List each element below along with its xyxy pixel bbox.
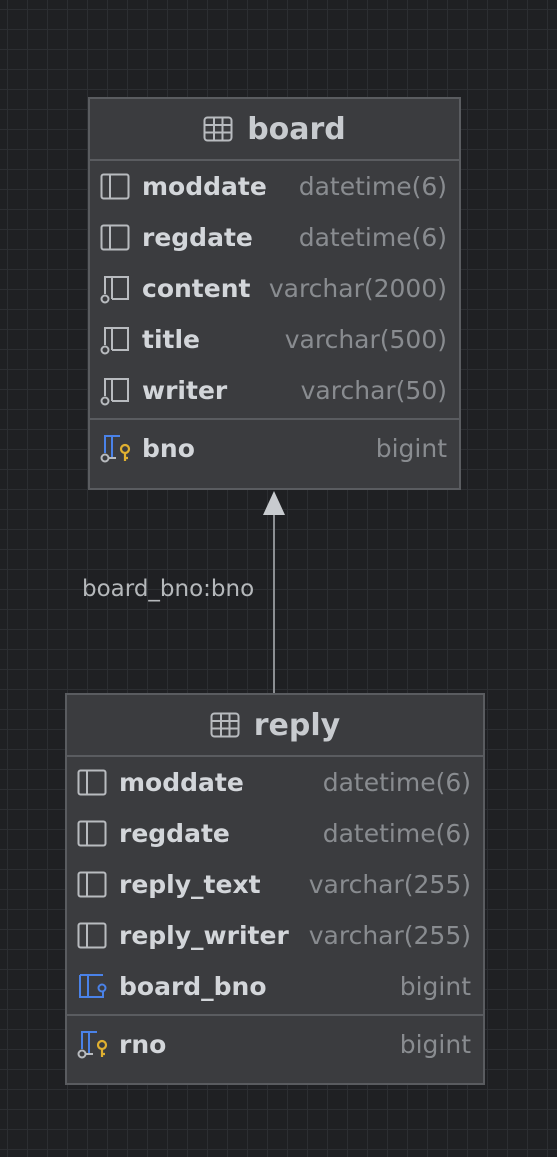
board-column-bno[interactable]: bno bigint	[90, 420, 459, 476]
column-name: moddate	[142, 172, 267, 201]
column-type: bigint	[375, 433, 447, 463]
primary-key-icon	[100, 432, 132, 464]
column-name: reply_text	[119, 870, 261, 899]
relation-label: board_bno:bno	[82, 576, 255, 602]
column-type: varchar(50)	[300, 376, 447, 405]
column-name: bno	[142, 433, 195, 463]
column-type: datetime(6)	[322, 768, 471, 797]
board-column-writer[interactable]: writer varchar(50)	[90, 365, 459, 416]
column-name: rno	[119, 1029, 167, 1059]
primary-key-divider	[90, 418, 459, 420]
reply-column-regdate[interactable]: regdate datetime(6)	[67, 808, 483, 859]
reply-column-rno[interactable]: rno bigint	[67, 1016, 483, 1072]
nullable-column-icon	[100, 273, 132, 305]
reply-column-reply-writer[interactable]: reply_writer varchar(255)	[67, 910, 483, 961]
column-name: board_bno	[119, 972, 267, 1001]
nullable-column-icon	[100, 375, 132, 407]
foreign-key-icon	[77, 971, 109, 1003]
column-name: title	[142, 325, 200, 354]
column-type: bigint	[399, 972, 471, 1001]
column-name: content	[142, 274, 251, 303]
column-name: writer	[142, 376, 228, 405]
column-icon	[77, 869, 109, 901]
column-icon	[77, 767, 109, 799]
column-icon	[100, 171, 132, 203]
column-icon	[77, 920, 109, 952]
column-type: varchar(500)	[284, 325, 447, 354]
table-icon	[210, 712, 240, 738]
column-name: regdate	[119, 819, 230, 848]
column-type: datetime(6)	[322, 819, 471, 848]
column-name: regdate	[142, 223, 253, 252]
board-column-content[interactable]: content varchar(2000)	[90, 263, 459, 314]
board-column-moddate[interactable]: moddate datetime(6)	[90, 161, 459, 212]
reply-column-reply-text[interactable]: reply_text varchar(255)	[67, 859, 483, 910]
primary-key-divider	[67, 1014, 483, 1016]
column-type: varchar(2000)	[268, 274, 447, 303]
column-name: moddate	[119, 768, 244, 797]
table-icon	[203, 116, 233, 142]
reply-table[interactable]: reply moddate datetime(6) regdate dateti…	[65, 693, 485, 1085]
board-table-title: board	[247, 111, 346, 147]
board-column-title[interactable]: title varchar(500)	[90, 314, 459, 365]
nullable-column-icon	[100, 324, 132, 356]
column-type: varchar(255)	[308, 870, 471, 899]
reply-table-header: reply	[67, 695, 483, 757]
column-icon	[100, 222, 132, 254]
primary-key-icon	[77, 1028, 109, 1060]
reply-table-title: reply	[253, 707, 341, 743]
column-type: datetime(6)	[298, 223, 447, 252]
board-table-header: board	[90, 99, 459, 161]
column-type: varchar(255)	[308, 921, 471, 950]
board-table[interactable]: board moddate datetime(6) regdate dateti…	[88, 97, 461, 490]
column-type: bigint	[399, 1029, 471, 1059]
board-column-regdate[interactable]: regdate datetime(6)	[90, 212, 459, 263]
column-name: reply_writer	[119, 921, 289, 950]
reply-column-moddate[interactable]: moddate datetime(6)	[67, 757, 483, 808]
column-icon	[77, 818, 109, 850]
relation-arrowhead	[263, 491, 285, 515]
column-type: datetime(6)	[298, 172, 447, 201]
reply-column-board-bno[interactable]: board_bno bigint	[67, 961, 483, 1012]
